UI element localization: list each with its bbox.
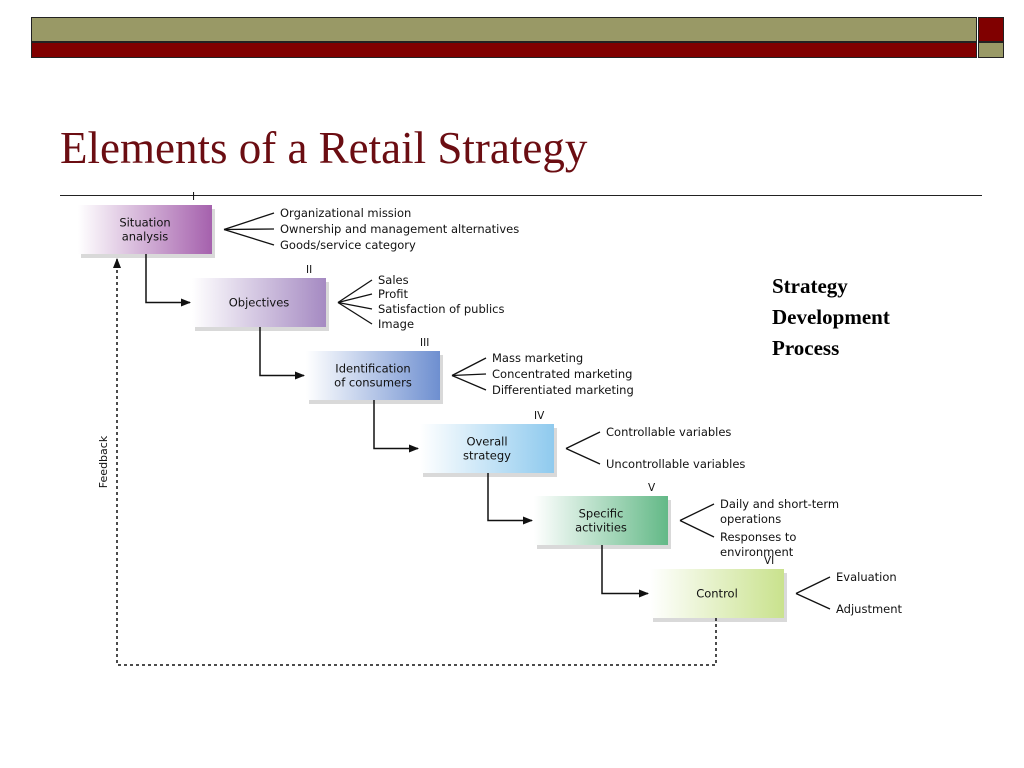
stage-numeral: I bbox=[192, 191, 195, 203]
stage-label: of consumers bbox=[334, 376, 412, 390]
stage-box bbox=[306, 351, 440, 400]
stage-numeral: IV bbox=[534, 410, 545, 422]
stage-item: Daily and short-term bbox=[720, 497, 839, 511]
stage-label: analysis bbox=[122, 230, 169, 244]
header-band-maroon bbox=[31, 42, 977, 58]
side-caption-line: Process bbox=[772, 336, 840, 360]
stage-label: Identification bbox=[335, 362, 410, 376]
fan-line bbox=[223, 212, 275, 231]
feedback-line bbox=[113, 258, 717, 666]
stage-label: Objectives bbox=[229, 296, 290, 310]
stage-numeral: V bbox=[648, 482, 656, 494]
fan-line bbox=[337, 279, 373, 304]
fan-line bbox=[337, 293, 373, 304]
stage-item: Uncontrollable variables bbox=[606, 457, 745, 471]
connector-arrow bbox=[259, 327, 305, 380]
stage-item: Controllable variables bbox=[606, 425, 731, 439]
corner-square-maroon bbox=[978, 17, 1004, 42]
corner-square-olive bbox=[978, 42, 1004, 58]
stage-item: Mass marketing bbox=[492, 351, 583, 365]
fan-line bbox=[451, 357, 487, 377]
stage-label: Control bbox=[696, 587, 738, 601]
stage-numeral: II bbox=[306, 264, 312, 276]
stage-box bbox=[650, 569, 784, 618]
stage-label: Overall bbox=[466, 435, 507, 449]
stage-item: Organizational mission bbox=[280, 206, 411, 220]
fan-line bbox=[223, 228, 275, 246]
connector-arrow bbox=[487, 473, 533, 525]
stage-item: operations bbox=[720, 512, 781, 526]
fan-line bbox=[451, 373, 487, 377]
fan-line bbox=[795, 576, 831, 595]
stage-item: Responses to bbox=[720, 530, 796, 544]
stage-item: Profit bbox=[378, 287, 408, 301]
side-caption: Strategy Development Process bbox=[772, 271, 890, 364]
stage-box bbox=[534, 496, 668, 545]
feedback-loop: Feedback bbox=[97, 258, 717, 666]
fan-line bbox=[337, 301, 373, 325]
fan-line bbox=[565, 447, 601, 465]
fan-line bbox=[795, 592, 831, 610]
fan-line bbox=[679, 503, 715, 522]
side-caption-line: Strategy bbox=[772, 274, 848, 298]
stage-item: Satisfaction of publics bbox=[378, 302, 504, 316]
fan-line bbox=[679, 519, 715, 538]
stage-numeral: III bbox=[420, 337, 429, 349]
stage-item: Evaluation bbox=[836, 570, 897, 584]
stage-item: Goods/service category bbox=[280, 238, 416, 252]
connector-arrow bbox=[601, 545, 649, 598]
connector-arrow bbox=[373, 400, 419, 453]
slide-title: Elements of a Retail Strategy bbox=[60, 123, 588, 173]
connector-arrow bbox=[145, 254, 191, 307]
stage-label: strategy bbox=[463, 449, 511, 463]
stage-box bbox=[78, 205, 212, 254]
fan-line bbox=[223, 228, 275, 231]
fan-line bbox=[451, 374, 487, 391]
title-rule bbox=[60, 195, 982, 196]
feedback-label: Feedback bbox=[97, 435, 110, 488]
stage-label: Situation bbox=[119, 216, 170, 230]
stage-label: activities bbox=[575, 521, 627, 535]
stage-item: Concentrated marketing bbox=[492, 367, 632, 381]
stage-numeral: VI bbox=[764, 555, 774, 567]
side-caption-line: Development bbox=[772, 305, 890, 329]
stage-box bbox=[420, 424, 554, 473]
stage-label: Specific bbox=[579, 507, 624, 521]
fan-line bbox=[565, 431, 601, 450]
stage-item: Sales bbox=[378, 273, 409, 287]
header-band-olive bbox=[31, 17, 977, 42]
stage-item: Ownership and management alternatives bbox=[280, 222, 519, 236]
stage-item: environment bbox=[720, 545, 794, 559]
fan-line bbox=[337, 301, 373, 310]
stage-item: Image bbox=[378, 317, 414, 331]
stage-item: Differentiated marketing bbox=[492, 383, 634, 397]
stage-item: Adjustment bbox=[836, 602, 903, 616]
stage-box bbox=[192, 278, 326, 327]
